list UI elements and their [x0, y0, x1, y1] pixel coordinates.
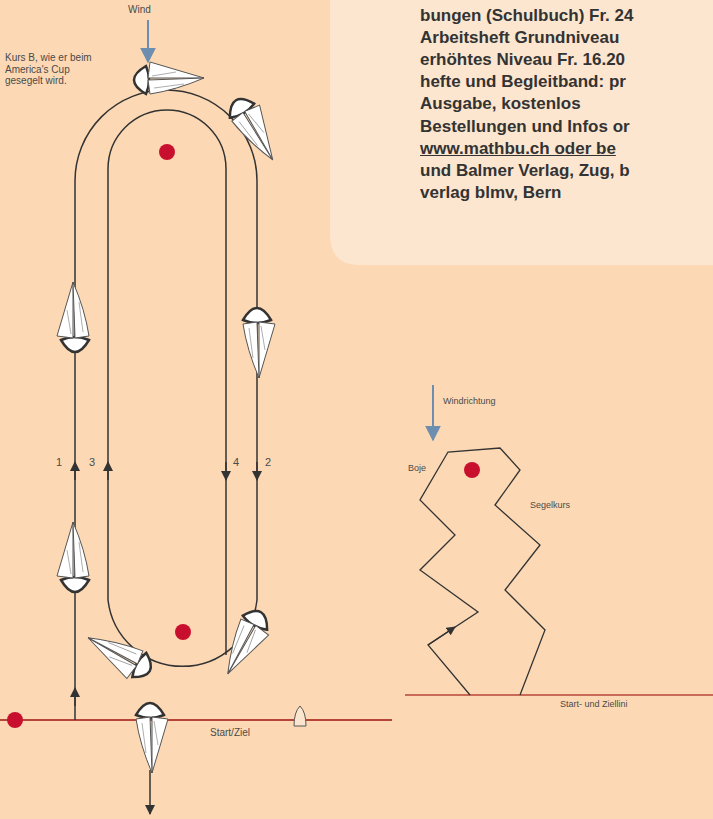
- leg-number: 2: [265, 456, 271, 469]
- sailboat: [224, 91, 287, 168]
- buoy-label: Boje: [408, 463, 426, 473]
- sailboat: [214, 605, 277, 682]
- direction-arrow: [107, 462, 109, 480]
- start-finish-label: Start/Ziel: [210, 727, 250, 739]
- direction-arrow: [225, 462, 227, 480]
- direction-arrow: [428, 627, 455, 645]
- course-line: [75, 90, 257, 720]
- caption-note: Kurs B, wie er beim America's Cup gesege…: [5, 52, 101, 87]
- direction-arrow: [74, 688, 76, 706]
- buoy: [7, 712, 23, 728]
- leg-number: 3: [89, 456, 95, 469]
- buoy: [159, 144, 175, 160]
- info-text: bungen (Schulbuch) Fr. 24: [420, 6, 633, 26]
- sailboat: [134, 62, 204, 94]
- info-text: verlag blmv, Bern: [420, 183, 561, 203]
- finish-arrow: [149, 770, 151, 814]
- sailing-course: [420, 448, 545, 695]
- direction-arrow: [256, 462, 258, 480]
- course-label: Segelkurs: [530, 500, 570, 510]
- sailboat: [136, 703, 168, 773]
- info-text: Arbeitsheft Grundniveau: [420, 28, 619, 48]
- start-line: [0, 719, 392, 721]
- wind-arrow: [432, 385, 434, 440]
- direction-arrow: [74, 462, 76, 480]
- wind-label: Wind: [128, 4, 151, 16]
- sailboat: [57, 522, 89, 592]
- wind-arrow: [147, 20, 149, 62]
- committee-boat: [294, 706, 306, 726]
- start-line: [405, 694, 713, 696]
- course-line: [108, 110, 226, 655]
- info-text: Bestellungen und Infos or: [420, 117, 630, 137]
- leg-number: 4: [233, 456, 239, 469]
- info-text: www.mathbu.ch oder be: [420, 139, 616, 159]
- info-text: und Balmer Verlag, Zug, b: [420, 161, 630, 181]
- info-text: erhöhtes Niveau Fr. 16.20: [420, 50, 625, 70]
- wind-label: Windrichtung: [443, 396, 496, 406]
- sailboat: [80, 624, 157, 687]
- start-finish-label: Start- und Ziellini: [560, 699, 628, 709]
- sailboat: [243, 308, 275, 378]
- info-panel: [330, 0, 713, 265]
- sailboat: [57, 282, 89, 352]
- info-text: Ausgabe, kostenlos: [420, 94, 581, 114]
- buoy: [464, 462, 480, 478]
- buoy: [175, 624, 191, 640]
- leg-number: 1: [56, 456, 62, 469]
- info-text: hefte und Begleitband: pr: [420, 72, 626, 92]
